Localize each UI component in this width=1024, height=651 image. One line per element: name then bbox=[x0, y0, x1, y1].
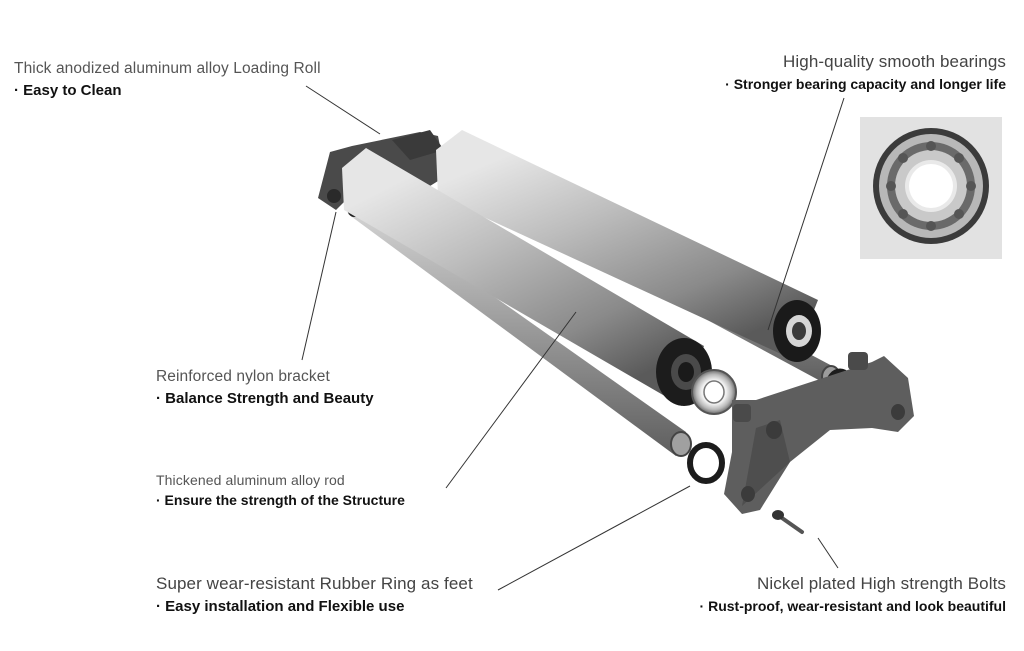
callout-nylon-bracket: Reinforced nylon bracket · Balance Stren… bbox=[156, 368, 374, 407]
callout-rubber-ring-title: Super wear-resistant Rubber Ring as feet bbox=[156, 574, 473, 593]
rear-loading-roll bbox=[436, 130, 821, 362]
callout-bolts-feature: · Rust-proof, wear-resistant and look be… bbox=[699, 598, 1006, 614]
callout-bolts-title: Nickel plated High strength Bolts bbox=[757, 574, 1006, 593]
nickel-bolt bbox=[772, 510, 804, 534]
callout-loading-roll-title: Thick anodized aluminum alloy Loading Ro… bbox=[14, 60, 321, 77]
callout-aluminum-rod-title: Thickened aluminum alloy rod bbox=[156, 472, 345, 488]
callout-nylon-bracket-title: Reinforced nylon bracket bbox=[156, 368, 330, 385]
loose-bearing bbox=[691, 369, 737, 415]
leader-lines bbox=[301, 85, 845, 591]
callout-aluminum-rod: Thickened aluminum alloy rod · Ensure th… bbox=[156, 472, 405, 508]
callout-rubber-ring: Super wear-resistant Rubber Ring as feet… bbox=[156, 574, 473, 615]
rubber-ring-front bbox=[687, 442, 725, 484]
callout-rubber-ring-feature: · Easy installation and Flexible use bbox=[156, 598, 405, 615]
callout-bearings-feature: · Stronger bearing capacity and longer l… bbox=[725, 76, 1006, 92]
callout-loading-roll-feature: · Easy to Clean bbox=[14, 82, 122, 99]
callout-bearings: High-quality smooth bearings · Stronger … bbox=[725, 52, 1006, 92]
callout-loading-roll: Thick anodized aluminum alloy Loading Ro… bbox=[14, 60, 321, 99]
callout-nylon-bracket-feature: · Balance Strength and Beauty bbox=[156, 390, 374, 407]
callout-bearings-title: High-quality smooth bearings bbox=[783, 52, 1006, 71]
callout-bolts: Nickel plated High strength Bolts · Rust… bbox=[700, 574, 1006, 614]
bearing-closeup-image bbox=[860, 117, 1002, 259]
callout-aluminum-rod-feature: · Ensure the strength of the Structure bbox=[156, 492, 405, 508]
nylon-bracket bbox=[724, 352, 914, 514]
